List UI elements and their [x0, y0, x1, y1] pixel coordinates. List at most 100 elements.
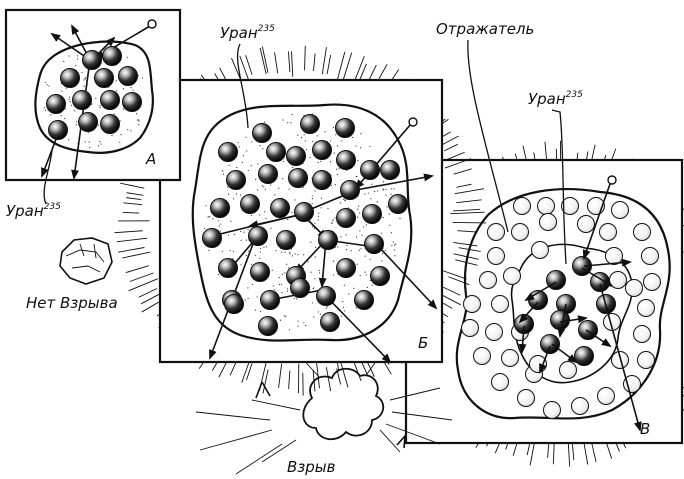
burst-ray	[126, 198, 141, 200]
explosion-label: Взрыв	[287, 458, 336, 476]
uranium-atom	[626, 280, 643, 297]
burst-ray	[444, 144, 458, 151]
uranium-atom	[73, 91, 92, 110]
reflector-text: Отражатель	[436, 20, 534, 38]
uranium-atom	[317, 287, 336, 306]
uranium-atom	[474, 348, 491, 365]
neutron-v	[608, 176, 616, 184]
uranium-atom	[119, 67, 138, 86]
explosion-arrow-right	[397, 436, 405, 448]
neutron-a	[148, 20, 156, 28]
uranium-atom	[253, 124, 272, 143]
uranium-atom	[389, 195, 408, 214]
uranium-atom	[365, 235, 384, 254]
uranium-atom	[480, 272, 497, 289]
no-explosion-label: Нет Взрыва	[26, 294, 118, 312]
uranium-atom	[95, 69, 114, 88]
uranium-atom	[572, 398, 589, 415]
uranium-atom	[47, 95, 66, 114]
burst-ray	[354, 56, 364, 83]
uranium-atom	[551, 311, 570, 330]
uranium-atom	[492, 374, 509, 391]
burst-ray	[139, 289, 157, 298]
uranium-atom	[532, 242, 549, 259]
uranium-atom	[225, 295, 244, 314]
uranium-atom	[341, 181, 360, 200]
burst-ray	[196, 412, 270, 420]
uranium-atom	[361, 161, 380, 180]
uranium-atom	[492, 296, 509, 313]
uranium-atom	[337, 209, 356, 228]
uranium-b-text: Уран	[220, 24, 258, 42]
burst-ray	[130, 273, 154, 282]
uranium-atom	[219, 259, 238, 278]
burst-ray	[252, 400, 300, 410]
uranium-atom	[61, 69, 80, 88]
uranium-atom	[83, 51, 102, 70]
uranium-atom	[518, 390, 535, 407]
uranium-atom	[336, 119, 355, 138]
uranium-v-sup: 235	[566, 90, 583, 100]
burst-ray	[200, 430, 272, 450]
panel-v-letter: В	[640, 420, 650, 438]
burst-ray	[289, 371, 290, 390]
uranium-atom	[101, 115, 120, 134]
uranium-atom	[251, 263, 270, 282]
uranium-atom	[355, 291, 374, 310]
uranium-atom	[211, 199, 230, 218]
uranium-atom	[267, 143, 286, 162]
uranium-atom	[514, 198, 531, 215]
burst-ray	[118, 248, 144, 253]
burst-ray	[122, 252, 150, 258]
uranium-atom	[295, 203, 314, 222]
uranium-atom	[259, 165, 278, 184]
panel-a: А	[6, 10, 180, 180]
uranium-atom	[644, 274, 661, 291]
uranium-atom	[544, 402, 561, 419]
burst-ray	[275, 52, 278, 73]
uranium-atom	[289, 169, 308, 188]
uranium-atom	[337, 151, 356, 170]
uranium-atom	[642, 248, 659, 265]
uranium-atom	[103, 47, 122, 66]
burst-ray	[288, 52, 289, 73]
uranium-atom	[634, 326, 651, 343]
uranium-atom	[610, 272, 627, 289]
uranium-atom	[277, 231, 296, 250]
no-explosion-lump: Нет Взрыва	[26, 238, 118, 312]
uranium-atom	[79, 113, 98, 132]
uranium-atom	[575, 347, 594, 366]
uranium-atom	[606, 248, 623, 265]
burst-ray	[380, 430, 400, 452]
uranium-atom	[291, 279, 310, 298]
uranium-atom	[123, 93, 142, 112]
uranium-atom	[287, 147, 306, 166]
burst-ray	[279, 364, 282, 388]
uranium-atom	[512, 224, 529, 241]
lump-rock	[60, 238, 112, 284]
burst-ray	[246, 55, 252, 74]
burst-ray	[314, 54, 316, 71]
uranium-atom	[101, 91, 120, 110]
burst-ray	[126, 266, 149, 273]
uranium-a-text: Уран	[6, 202, 44, 220]
uranium-atom	[363, 205, 382, 224]
neutron-b	[409, 118, 417, 126]
burst-ray	[127, 193, 144, 196]
uranium-atom	[488, 224, 505, 241]
explosion-cloud	[303, 369, 383, 440]
burst-ray	[123, 203, 142, 205]
uranium-atom	[219, 143, 238, 162]
uranium-atom	[578, 216, 595, 233]
uranium-atom	[530, 356, 547, 373]
uranium-atom	[504, 268, 521, 285]
uranium-atom	[259, 317, 278, 336]
uranium-atom	[598, 388, 615, 405]
uranium-atom	[381, 161, 400, 180]
burst-ray	[117, 238, 147, 242]
burst-ray	[123, 212, 139, 213]
explosion-arrow-left	[256, 382, 270, 398]
uranium-atom	[271, 199, 290, 218]
uranium-atom	[612, 202, 629, 219]
burst-ray	[115, 231, 143, 233]
